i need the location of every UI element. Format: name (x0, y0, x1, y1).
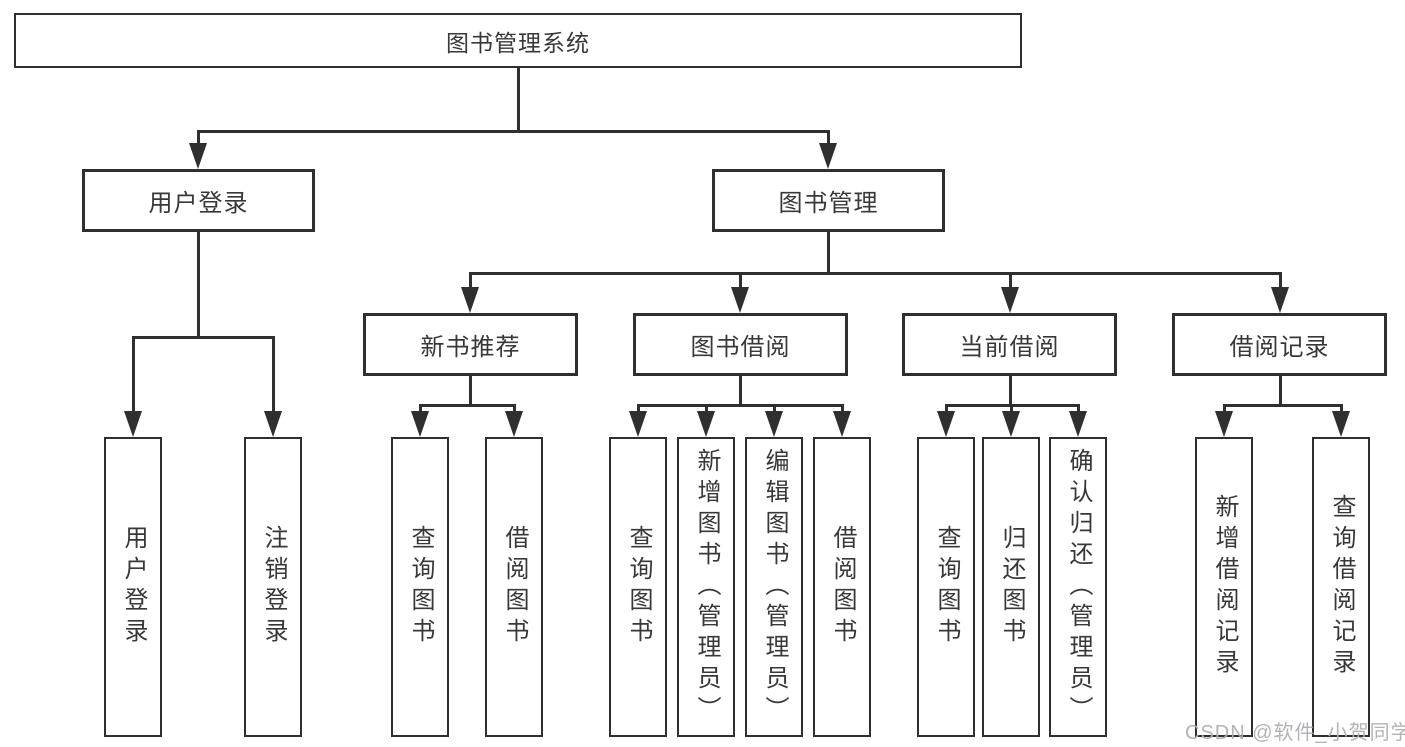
arrow-down-icon (1069, 411, 1087, 437)
connector-line (419, 404, 422, 415)
arrow-down-icon (1215, 411, 1233, 437)
node-current-borrowing: 当前借阅 (902, 313, 1117, 376)
leaf-query-books-current: 查询图书 (917, 437, 975, 737)
arrow-down-icon (1332, 411, 1350, 437)
connector-line (1340, 404, 1343, 415)
connector-line (637, 404, 640, 415)
connector-line (637, 404, 844, 407)
arrow-down-icon (189, 143, 207, 169)
arrow-down-icon (505, 411, 523, 437)
leaf-user-login: 用户登录 (104, 437, 162, 737)
node-new-book-recommendation: 新书推荐 (363, 313, 578, 376)
arrow-down-icon (124, 411, 142, 437)
connector-line (739, 272, 742, 291)
arrow-down-icon (629, 411, 647, 437)
leaf-add-borrow-record: 新增借阅记录 (1195, 437, 1253, 737)
connector-line (1223, 404, 1343, 407)
connector-line (419, 404, 516, 407)
connector-line (513, 404, 516, 415)
connector-line (469, 272, 1281, 275)
leaf-confirm-return-admin: 确认归还（管理员） (1049, 437, 1107, 737)
leaf-return-books: 归还图书 (982, 437, 1040, 737)
connector-line (1009, 272, 1012, 291)
arrow-down-icon (833, 411, 851, 437)
node-borrowing-records: 借阅记录 (1172, 313, 1387, 376)
leaf-borrow-books-borrowing: 借阅图书 (813, 437, 871, 737)
connector-line (197, 130, 830, 133)
arrow-down-icon (819, 143, 837, 169)
connector-line (1223, 404, 1226, 415)
node-book-management: 图书管理 (712, 169, 945, 232)
leaf-edit-books-admin: 编辑图书（管理员） (745, 437, 803, 737)
connector-line (739, 376, 742, 406)
arrow-down-icon (1002, 411, 1020, 437)
leaf-query-books-recommend: 查询图书 (391, 437, 449, 737)
connector-line (945, 404, 948, 415)
node-root-library-system: 图书管理系统 (14, 13, 1022, 68)
connector-line (1077, 404, 1080, 415)
connector-line (773, 404, 776, 415)
connector-line (841, 404, 844, 415)
connector-line (132, 336, 274, 339)
node-user-login: 用户登录 (82, 169, 315, 232)
connector-line (517, 68, 520, 132)
connector-line (469, 376, 472, 406)
arrow-down-icon (937, 411, 955, 437)
connector-line (1279, 272, 1282, 291)
connector-line (132, 336, 135, 415)
arrow-down-icon (411, 411, 429, 437)
connector-line (469, 272, 472, 291)
arrow-down-icon (1271, 287, 1289, 313)
connector-line (1009, 376, 1012, 406)
arrow-down-icon (264, 411, 282, 437)
connector-line (827, 130, 830, 149)
leaf-add-books-admin: 新增图书（管理员） (677, 437, 735, 737)
connector-line (1010, 404, 1013, 415)
leaf-logout: 注销登录 (244, 437, 302, 737)
leaf-borrow-books-recommend: 借阅图书 (485, 437, 543, 737)
connector-line (1279, 376, 1282, 406)
connector-line (197, 232, 200, 338)
arrow-down-icon (1001, 287, 1019, 313)
connector-line (272, 336, 275, 415)
arrow-down-icon (461, 287, 479, 313)
arrow-down-icon (697, 411, 715, 437)
connector-line (945, 404, 1080, 407)
leaf-query-books-borrowing: 查询图书 (609, 437, 667, 737)
arrow-down-icon (731, 287, 749, 313)
arrow-down-icon (765, 411, 783, 437)
csdn-watermark: CSDN @软件_小贺同学 (1185, 722, 1405, 744)
connector-line (197, 130, 200, 149)
node-book-borrowing: 图书借阅 (633, 313, 848, 376)
connector-line (705, 404, 708, 415)
connector-line (827, 232, 830, 274)
leaf-query-borrow-record: 查询借阅记录 (1312, 437, 1370, 737)
